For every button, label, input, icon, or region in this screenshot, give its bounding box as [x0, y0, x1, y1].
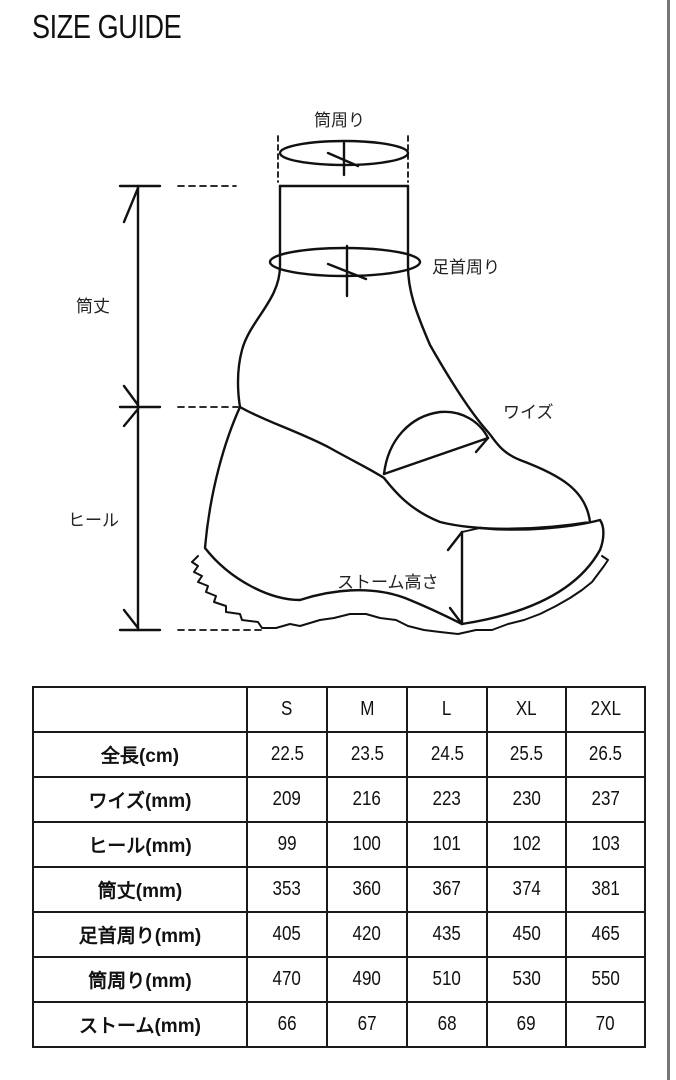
cell: 70 [565, 1001, 646, 1048]
table-row-width: ワイズ(mm) 209 216 223 230 237 [32, 776, 646, 823]
row-label: 筒周り(mm) [32, 956, 248, 1003]
cell: 66 [246, 1001, 328, 1048]
cell: 26.5 [565, 731, 646, 778]
header-cell-s: S [246, 686, 328, 733]
header-cell-empty [32, 686, 248, 733]
cell: 510 [406, 956, 488, 1003]
cell: 230 [486, 776, 567, 823]
header-cell-m: M [326, 686, 408, 733]
cell: 550 [565, 956, 646, 1003]
cell: 68 [406, 1001, 488, 1048]
cell: 209 [246, 776, 328, 823]
cell: 490 [326, 956, 408, 1003]
cell: 420 [326, 911, 408, 958]
cell: 69 [486, 1001, 567, 1048]
label-heel: ヒール [68, 511, 119, 531]
table-header-row: S M L XL 2XL [32, 686, 646, 733]
header-cell-xl: XL [486, 686, 567, 733]
cell: 435 [406, 911, 488, 958]
label-shaft-circumference: 筒周り [314, 111, 365, 131]
boot-diagram: 筒周り 足首周り 筒丈 ワイズ ヒール ストーム高さ [0, 90, 676, 650]
table-row-shaft-height: 筒丈(mm) 353 360 367 374 381 [32, 866, 646, 913]
page-title: SIZE GUIDE [32, 8, 182, 45]
cell: 22.5 [246, 731, 328, 778]
cell: 67 [326, 1001, 408, 1048]
row-label: 筒丈(mm) [32, 866, 248, 913]
cell: 99 [246, 821, 328, 868]
cell: 465 [565, 911, 646, 958]
table-row-total-length: 全長(cm) 22.5 23.5 24.5 25.5 26.5 [32, 731, 646, 778]
table-row-ankle-circumference: 足首周り(mm) 405 420 435 450 465 [32, 911, 646, 958]
header-cell-2xl: 2XL [565, 686, 646, 733]
cell: 216 [326, 776, 408, 823]
page-edge-line [667, 0, 670, 1080]
cell: 24.5 [406, 731, 488, 778]
cell: 530 [486, 956, 567, 1003]
cell: 360 [326, 866, 408, 913]
cell: 102 [486, 821, 567, 868]
cell: 353 [246, 866, 328, 913]
cell: 405 [246, 911, 328, 958]
cell: 374 [486, 866, 567, 913]
row-label: 足首周り(mm) [32, 911, 248, 958]
table-row-shaft-circumference: 筒周り(mm) 470 490 510 530 550 [32, 956, 646, 1003]
label-ankle-circumference: 足首周り [432, 258, 500, 278]
cell: 367 [406, 866, 488, 913]
row-label: ヒール(mm) [32, 821, 248, 868]
cell: 470 [246, 956, 328, 1003]
label-platform-height: ストーム高さ [337, 573, 439, 593]
table-row-platform: ストーム(mm) 66 67 68 69 70 [32, 1001, 646, 1048]
size-table: S M L XL 2XL 全長(cm) 22.5 23.5 24.5 25.5 … [32, 686, 646, 1048]
cell: 223 [406, 776, 488, 823]
row-label: ワイズ(mm) [32, 776, 248, 823]
boot-illustration [118, 135, 609, 635]
cell: 25.5 [486, 731, 567, 778]
cell: 381 [565, 866, 646, 913]
label-shaft-height: 筒丈 [76, 297, 110, 317]
row-label: 全長(cm) [32, 731, 248, 778]
cell: 100 [326, 821, 408, 868]
label-width: ワイズ [503, 403, 554, 423]
row-label: ストーム(mm) [32, 1001, 248, 1048]
cell: 23.5 [326, 731, 408, 778]
cell: 237 [565, 776, 646, 823]
table-row-heel: ヒール(mm) 99 100 101 102 103 [32, 821, 646, 868]
cell: 101 [406, 821, 488, 868]
cell: 103 [565, 821, 646, 868]
cell: 450 [486, 911, 567, 958]
header-cell-l: L [406, 686, 488, 733]
